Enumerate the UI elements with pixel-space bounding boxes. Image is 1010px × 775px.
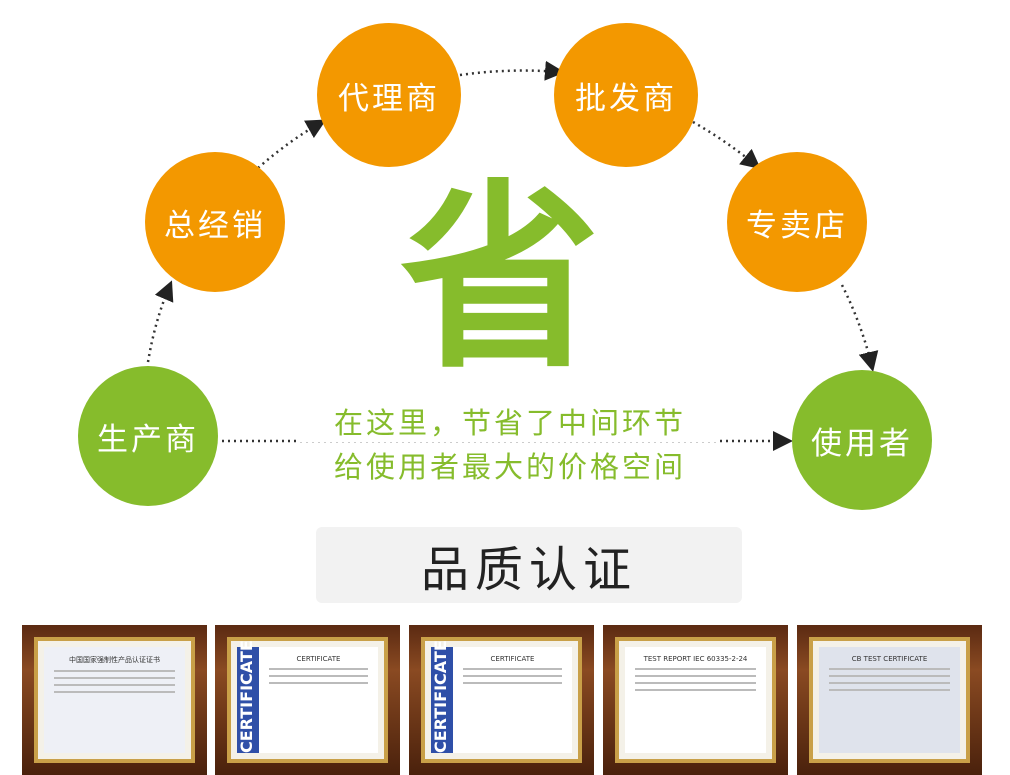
- certificate-frame-ce-2: CERTIFICATE CERTIFICATE: [409, 625, 594, 775]
- certificate-title: CB TEST CERTIFICATE: [851, 655, 928, 663]
- node-label: 生产商: [97, 421, 199, 458]
- certificate-title: 中国国家强制性产品认证证书: [69, 656, 160, 664]
- certificate-frame-cb: CB TEST CERTIFICATE: [797, 625, 982, 775]
- node-label: 批发商: [575, 80, 677, 117]
- arrow-wholesaler-to-store: [692, 120, 761, 170]
- node-user: 使用者: [792, 370, 932, 510]
- certificate-title: TEST REPORT IEC 60335-2-24: [643, 655, 748, 663]
- certificate-frame-ccc: 中国国家强制性产品认证证书: [22, 625, 207, 775]
- node-label: 代理商: [338, 80, 440, 117]
- certificate-frame-ce-1: CERTIFICATE CERTIFICATE: [215, 625, 400, 775]
- arrow-agent-to-wholesaler: [459, 60, 565, 81]
- tagline-line-1: 在这里，节省了中间环节: [300, 400, 720, 442]
- arrow-store-to-user: [840, 284, 879, 372]
- node-specialty-store: 专卖店: [727, 152, 867, 292]
- tagline-line-2: 给使用者最大的价格空间: [300, 444, 720, 486]
- node-label: 总经销: [164, 207, 266, 244]
- arrow-distributor-to-agent: [257, 119, 327, 169]
- certificate-band: CERTIFICATE: [237, 641, 259, 753]
- node-wholesaler: 批发商: [554, 23, 698, 167]
- node-label: 专卖店: [746, 207, 848, 244]
- node-agent: 代理商: [317, 23, 461, 167]
- node-general-distributor: 总经销: [145, 152, 285, 292]
- save-character: 省: [400, 163, 601, 396]
- certificate-title: CERTIFICATE: [490, 655, 535, 663]
- section-title: 品质认证: [420, 542, 637, 598]
- certificate-band: CERTIFICATE: [431, 641, 453, 753]
- arrow-producer-to-distributor: [146, 280, 174, 363]
- node-label: 使用者: [811, 425, 913, 462]
- certificate-title: CERTIFICATE: [296, 655, 341, 663]
- node-producer: 生产商: [78, 366, 218, 506]
- certificate-frame-test-report: TEST REPORT IEC 60335-2-24: [603, 625, 788, 775]
- quality-certification-heading: 品质认证: [316, 527, 742, 603]
